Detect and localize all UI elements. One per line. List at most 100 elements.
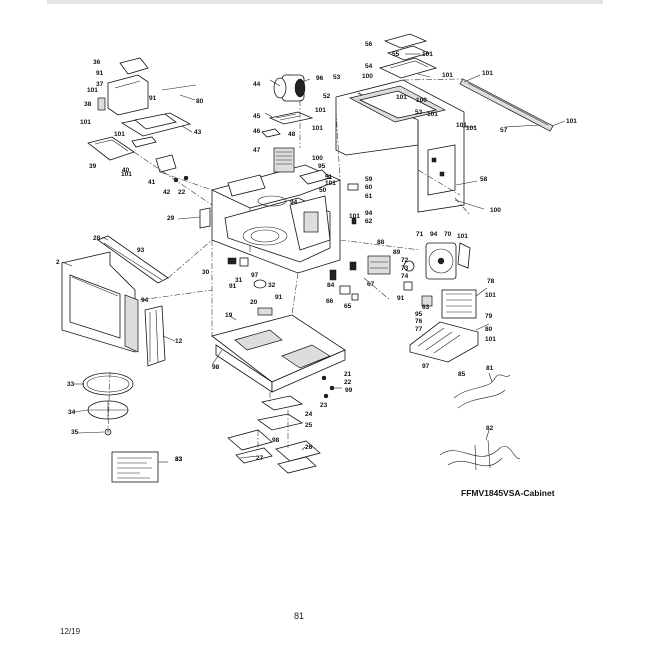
- callout-67: 67: [367, 281, 375, 288]
- callout-40: 40: [122, 167, 130, 174]
- callout-63: 63: [422, 304, 430, 311]
- callout-39: 39: [89, 163, 97, 170]
- revision-date: 12/19: [60, 627, 81, 636]
- callout-74: 74: [401, 273, 409, 280]
- callout-97: 97: [251, 272, 259, 279]
- callout-47: 47: [253, 147, 261, 154]
- callout-98: 98: [212, 364, 220, 371]
- callout-83: 83: [175, 456, 183, 463]
- callout-80: 80: [485, 326, 493, 333]
- callout-21: 21: [344, 371, 352, 378]
- callout-101: 101: [312, 125, 323, 132]
- callout-94: 94: [141, 297, 149, 304]
- callout-83: 83: [175, 456, 183, 463]
- callout-48: 48: [288, 131, 296, 138]
- callout-51: 51: [325, 174, 333, 181]
- callout-95: 95: [318, 163, 326, 170]
- callout-42: 42: [163, 189, 171, 196]
- callout-101: 101: [456, 122, 467, 129]
- callout-84: 84: [327, 282, 335, 289]
- control-board-box: [409, 289, 479, 363]
- callout-37: 37: [96, 81, 104, 88]
- callout-34: 34: [68, 409, 76, 416]
- callout-66: 66: [326, 298, 334, 305]
- base-plate: [211, 307, 346, 393]
- callout-12: 12: [175, 338, 183, 345]
- top-vent-panels: [378, 33, 438, 79]
- callout-91: 91: [149, 95, 157, 102]
- callout-20: 20: [250, 299, 258, 306]
- grease-filters: [227, 395, 321, 474]
- callout-101: 101: [87, 87, 98, 94]
- callout-100: 100: [490, 207, 501, 214]
- callout-24: 24: [305, 411, 313, 418]
- callout-70: 70: [444, 231, 452, 238]
- callout-94: 94: [290, 199, 298, 206]
- callout-23: 23: [320, 402, 328, 409]
- callout-73: 73: [401, 265, 409, 272]
- callout-50: 50: [319, 187, 327, 194]
- callout-93: 93: [137, 247, 145, 254]
- callout-44: 44: [253, 81, 261, 88]
- callout-56: 56: [365, 41, 373, 48]
- callout-78: 78: [487, 278, 495, 285]
- callout-79: 79: [485, 313, 493, 320]
- callout-54: 54: [365, 63, 373, 70]
- callout-99: 99: [345, 387, 353, 394]
- callout-101: 101: [349, 213, 360, 220]
- callout-85: 85: [458, 371, 466, 378]
- callout-72: 72: [401, 257, 409, 264]
- rail-part: [459, 78, 554, 132]
- callout-55: 55: [392, 51, 400, 58]
- label-sheet: [111, 451, 159, 483]
- callout-91: 91: [96, 70, 104, 77]
- callout-88: 88: [377, 239, 385, 246]
- callout-22: 22: [344, 379, 352, 386]
- callout-94: 94: [365, 210, 373, 217]
- callout-19: 19: [225, 312, 233, 319]
- callout-76: 76: [415, 318, 423, 325]
- callout-101: 101: [422, 51, 433, 58]
- callout-65: 65: [344, 303, 352, 310]
- callout-77: 77: [415, 326, 423, 333]
- callout-101: 101: [80, 119, 91, 126]
- callout-33: 33: [67, 381, 75, 388]
- callout-45: 45: [253, 113, 261, 120]
- callout-91: 91: [397, 295, 405, 302]
- callout-101: 101: [566, 118, 577, 125]
- vent-plates: [261, 111, 314, 138]
- callout-52: 52: [323, 93, 331, 100]
- callout-100: 100: [416, 97, 427, 104]
- callout-43: 43: [194, 129, 202, 136]
- callout-30: 30: [202, 269, 210, 276]
- callout-101: 101: [442, 72, 453, 79]
- callout-96: 96: [316, 75, 324, 82]
- blower-motor: [273, 74, 306, 102]
- callout-94: 94: [430, 231, 438, 238]
- callout-36: 36: [93, 59, 101, 66]
- outer-cabinet-wrapper: [335, 79, 465, 213]
- fan-vent-assembly: [87, 57, 197, 183]
- callout-91: 91: [229, 283, 237, 290]
- callout-101: 101: [457, 233, 468, 240]
- callout-101: 101: [114, 131, 125, 138]
- page-number: 81: [294, 611, 305, 621]
- callout-89: 89: [393, 249, 401, 256]
- turntable-set: [82, 372, 134, 436]
- callout-101: 101: [396, 94, 407, 101]
- callout-98: 98: [272, 437, 280, 444]
- callout-82: 82: [486, 425, 494, 432]
- diagram-title: FFMV1845VSA-Cabinet: [461, 488, 555, 498]
- callout-101: 101: [485, 292, 496, 299]
- callout-100: 100: [362, 73, 373, 80]
- callout-53: 53: [333, 74, 341, 81]
- callout-29: 29: [167, 215, 175, 222]
- callout-58: 58: [480, 176, 488, 183]
- oven-cavity: [199, 147, 341, 274]
- callout-28: 28: [93, 235, 101, 242]
- callout-101: 101: [325, 180, 336, 187]
- callout-22: 22: [178, 189, 186, 196]
- callout-81: 81: [486, 365, 494, 372]
- callout-71: 71: [416, 231, 424, 238]
- callout-61: 61: [365, 193, 373, 200]
